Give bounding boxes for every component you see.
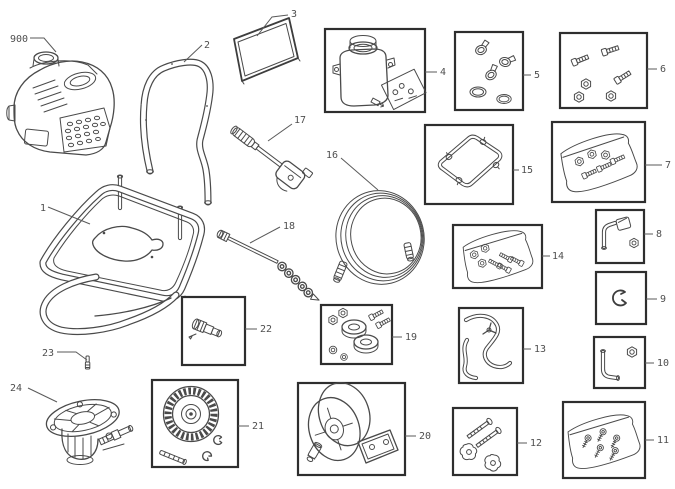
kit-box-7 xyxy=(550,120,647,204)
kit-box-22-border xyxy=(180,295,247,367)
callout-pin: 23 xyxy=(42,348,88,361)
callout-knob-kit-label: 12 xyxy=(530,438,542,449)
callout-hardware-kit-14: 14 xyxy=(542,251,564,262)
handle-illustration xyxy=(139,58,214,206)
callout-wheel-kit: 21 xyxy=(238,421,264,432)
callout-engine: 900 xyxy=(10,34,57,53)
kit-box-20-border xyxy=(296,381,407,477)
kit-box-6 xyxy=(558,31,649,110)
callout-seal-kit-label: 5 xyxy=(534,70,540,81)
kit-box-6-border xyxy=(558,31,649,110)
callout-pin-label: 23 xyxy=(42,348,54,359)
kit-box-22 xyxy=(180,295,247,367)
callout-pressure-hose: 16 xyxy=(326,150,379,191)
callout-pressure-hose-label: 16 xyxy=(326,150,338,161)
callout-hardware-kit-11: 11 xyxy=(645,435,669,446)
callout-tube-kit-8: 8 xyxy=(644,229,662,240)
callout-retaining-clip: 9 xyxy=(646,294,666,305)
engine-illustration xyxy=(6,51,115,156)
callout-wheel-kit-label: 21 xyxy=(252,421,264,432)
kit-box-9-border xyxy=(594,270,648,326)
callout-frame-label: 1 xyxy=(40,203,46,214)
pump-illustration xyxy=(45,399,134,465)
callout-hose-reel-kit-label: 20 xyxy=(419,431,431,442)
callout-panel-frame: 15 xyxy=(513,165,533,176)
callout-outlet-fitting: 22 xyxy=(245,324,272,335)
callout-bolt-kit: 6 xyxy=(647,64,666,75)
callout-hardware-kit-11-label: 11 xyxy=(657,435,669,446)
panel-illustration xyxy=(233,17,301,85)
callout-pump-label: 24 xyxy=(10,383,22,394)
kit-box-14 xyxy=(451,223,544,290)
callout-hose-kit: 13 xyxy=(523,344,546,355)
callout-tank-kit-label: 4 xyxy=(440,67,446,78)
kit-box-7-border xyxy=(550,120,647,204)
callout-spray-wand-label: 18 xyxy=(283,221,295,232)
callout-bolt-kit-label: 6 xyxy=(660,64,666,75)
callout-hose-reel-kit: 20 xyxy=(405,431,431,442)
kit-box-11 xyxy=(561,400,647,480)
callout-engine-label: 900 xyxy=(10,34,28,45)
callout-panel-label: 3 xyxy=(291,9,297,20)
pin-illustration xyxy=(84,355,91,370)
callout-spray-gun-label: 17 xyxy=(294,115,306,126)
kit-box-15 xyxy=(423,123,515,206)
callout-spray-gun: 17 xyxy=(267,115,306,142)
kit-box-11-border xyxy=(561,400,647,480)
callout-handle-label: 2 xyxy=(204,40,210,51)
kit-box-12 xyxy=(451,406,519,477)
callout-seal-kit: 5 xyxy=(523,70,540,81)
spray-gun-illustration xyxy=(230,125,314,192)
callout-pump: 24 xyxy=(10,383,58,403)
kit-box-19 xyxy=(319,303,394,366)
kit-box-9 xyxy=(594,270,648,326)
callout-bearing-kit-label: 19 xyxy=(405,332,417,343)
pressure-hose-illustration xyxy=(333,190,425,285)
callout-hardware-kit-14-label: 14 xyxy=(552,251,564,262)
kit-box-4 xyxy=(323,27,427,114)
callout-tank-kit: 4 xyxy=(425,67,446,78)
kit-box-13 xyxy=(457,306,525,385)
spray-wand-illustration xyxy=(216,229,320,301)
callout-hardware-kit-7: 7 xyxy=(645,160,671,171)
callout-hose-kit-label: 13 xyxy=(534,344,546,355)
kit-box-8 xyxy=(594,208,646,265)
callout-outlet-fitting-label: 22 xyxy=(260,324,272,335)
callout-frame: 1 xyxy=(40,203,91,225)
callout-knob-kit: 12 xyxy=(517,438,542,449)
kit-box-14-border xyxy=(451,223,544,290)
frame-illustration xyxy=(39,174,206,336)
callout-handle: 2 xyxy=(183,40,210,63)
callout-tube-kit-10-label: 10 xyxy=(657,358,669,369)
callout-hardware-kit-7-label: 7 xyxy=(665,160,671,171)
kit-box-21 xyxy=(150,378,240,469)
callout-panel-frame-label: 15 xyxy=(521,165,533,176)
callout-tube-kit-10: 10 xyxy=(645,358,669,369)
callout-bearing-kit: 19 xyxy=(392,332,417,343)
callout-retaining-clip-label: 9 xyxy=(660,294,666,305)
callout-tube-kit-8-label: 8 xyxy=(656,229,662,240)
callout-spray-wand: 18 xyxy=(249,221,295,244)
callout-panel: 3 xyxy=(256,9,297,37)
kit-box-5 xyxy=(453,30,525,112)
kit-box-20 xyxy=(296,381,407,477)
kit-box-10 xyxy=(592,335,647,390)
